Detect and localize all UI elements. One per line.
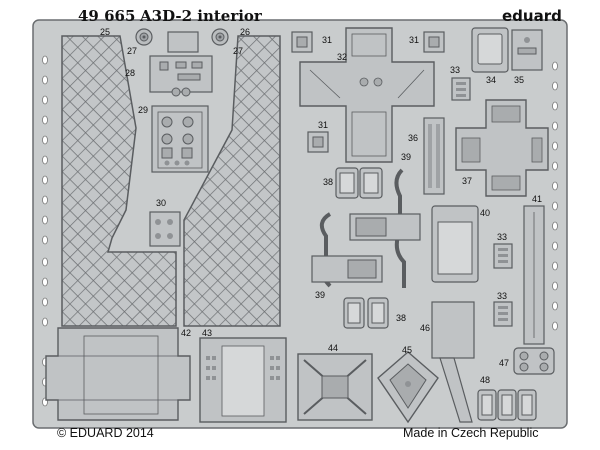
part-33-switch-b xyxy=(493,243,513,269)
part-27-knob-left xyxy=(135,28,153,46)
part-number-32: 32 xyxy=(337,52,347,62)
part-47-knobs xyxy=(513,347,555,375)
part-37-cross-panel xyxy=(455,99,549,197)
part-number-42: 42 xyxy=(181,328,191,338)
part-31-square-c xyxy=(307,131,329,153)
part-32-cross-panel xyxy=(299,27,435,163)
part-number-33: 33 xyxy=(450,65,460,75)
part-39-center-plate xyxy=(311,213,421,283)
part-number-38: 38 xyxy=(323,177,333,187)
part-number-labels: 25 26 27 27 28 29 30 31 31 31 32 33 33 33 34 35 36 37 38 38… xyxy=(100,27,542,385)
brand-logo: eduard xyxy=(502,7,562,25)
part-number-39: 39 xyxy=(315,290,325,300)
edge-holes-right xyxy=(552,61,558,331)
part-43-console xyxy=(199,337,287,423)
part-number-26: 26 xyxy=(240,27,250,37)
part-number-34: 34 xyxy=(486,75,496,85)
part-46-angled-strip xyxy=(431,301,475,423)
origin-text: Made in Czech Republic xyxy=(403,426,539,440)
part-38-frames-lower xyxy=(343,297,389,329)
part-number-38: 38 xyxy=(396,313,406,323)
fret-code: 49 665 xyxy=(78,7,136,25)
part-number-43: 43 xyxy=(202,328,212,338)
part-44-x-plate xyxy=(297,353,373,421)
part-number-35: 35 xyxy=(514,75,524,85)
part-number-33: 33 xyxy=(497,291,507,301)
part-38-frames-upper xyxy=(335,167,383,199)
edge-holes-left xyxy=(42,55,48,407)
part-27-knob-right xyxy=(211,28,229,46)
part-31-square-b xyxy=(423,31,445,53)
part-30-switch-plate xyxy=(149,211,181,247)
part-31-square-a xyxy=(291,31,313,53)
part-29-instrument-panel xyxy=(151,105,209,173)
part-number-28: 28 xyxy=(125,68,135,78)
part-33-switch-a xyxy=(451,77,471,101)
part-number-39: 39 xyxy=(401,152,411,162)
fret-title: A3D-2 interior xyxy=(140,7,262,25)
part-34-frame xyxy=(471,27,509,73)
part-40-box xyxy=(431,205,479,283)
part-number-46: 46 xyxy=(420,323,430,333)
part-number-27: 27 xyxy=(233,46,243,56)
part-number-45: 45 xyxy=(402,345,412,355)
part-33-switch-c xyxy=(493,301,513,327)
part-number-47: 47 xyxy=(499,358,509,368)
part-42-floor-panel xyxy=(45,327,191,421)
part-number-33: 33 xyxy=(497,232,507,242)
part-48-frames xyxy=(477,389,537,421)
part-number-36: 36 xyxy=(408,133,418,143)
part-number-41: 41 xyxy=(532,194,542,204)
part-28-console-panel xyxy=(149,31,213,97)
part-36-strip xyxy=(423,117,445,195)
part-37-details xyxy=(461,105,543,191)
part-25-mesh-panel xyxy=(61,35,177,327)
part-35-bracket xyxy=(511,29,543,71)
part-45-diamond xyxy=(377,351,439,424)
part-number-31: 31 xyxy=(409,35,419,45)
part-number-27: 27 xyxy=(127,46,137,56)
part-26-mesh-panel xyxy=(183,35,281,327)
part-number-30: 30 xyxy=(156,198,166,208)
part-number-25: 25 xyxy=(100,27,110,37)
part-number-29: 29 xyxy=(138,105,148,115)
part-number-44: 44 xyxy=(328,343,338,353)
part-number-40: 40 xyxy=(480,208,490,218)
part-32-details xyxy=(309,33,425,157)
part-41-strip xyxy=(523,205,545,345)
part-number-37: 37 xyxy=(462,176,472,186)
part-number-31: 31 xyxy=(318,120,328,130)
part-number-31: 31 xyxy=(322,35,332,45)
part-number-48: 48 xyxy=(480,375,490,385)
copyright-text: © EDUARD 2014 xyxy=(57,426,154,440)
